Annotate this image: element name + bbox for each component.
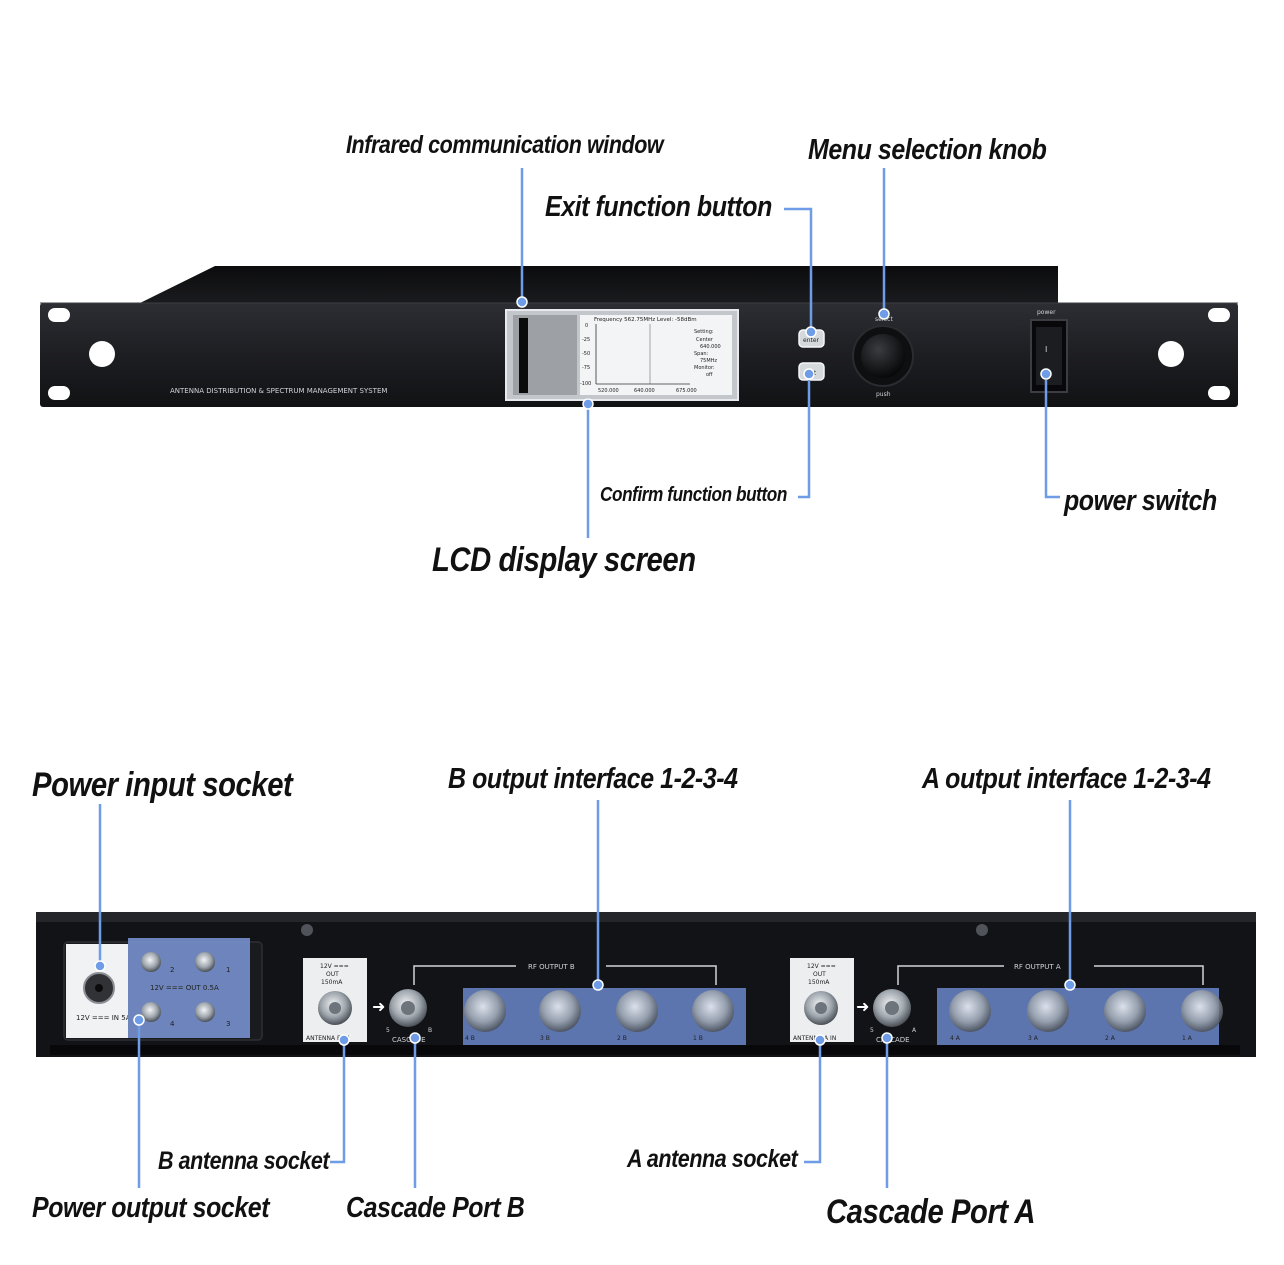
leader-b-antenna <box>330 1042 346 1164</box>
menu-selection-knob[interactable] <box>861 334 905 378</box>
b-cascade-label: CASCADE <box>392 1036 426 1044</box>
callout-power-output: Power output socket <box>32 1192 270 1224</box>
b-dc-out-line-0: 12V === <box>320 963 349 970</box>
lcd-xtick-1: 640.000 <box>634 388 655 394</box>
callout-cascade-a: Cascade Port A <box>826 1193 1036 1231</box>
leader-confirm <box>798 380 811 499</box>
b-cascade-tag-1: B <box>428 1027 432 1034</box>
lcd-side-4: 75MHz <box>700 358 717 364</box>
leader-dots <box>94 296 1076 1046</box>
a-output-port-1[interactable] <box>1181 990 1223 1032</box>
rack-slot-bl <box>48 386 70 400</box>
lcd-ytick-0: 0 <box>585 323 588 329</box>
lcd-ytick-3: -75 <box>582 365 590 371</box>
leader-power-switch <box>1044 380 1060 499</box>
lcd-side-0: Setting: <box>694 329 714 335</box>
b-port-tag-2: 2 B <box>617 1035 627 1042</box>
rear-screw-right <box>976 924 988 936</box>
a-cascade-tag-0: 5 <box>870 1027 874 1034</box>
b-antenna-label: ANTENNA B IN <box>306 1035 349 1042</box>
rf-output-b-label: RF OUTPUT B <box>528 963 575 971</box>
power-out-socket-2[interactable] <box>141 952 161 972</box>
a-output-port-4[interactable] <box>949 990 991 1032</box>
lcd-side-1: Center <box>696 337 714 343</box>
rack-slot-tl <box>48 308 70 322</box>
a-output-port-3[interactable] <box>1027 990 1069 1032</box>
power-label: power <box>1037 309 1056 316</box>
a-dc-out-line-0: 12V === <box>807 963 836 970</box>
rf-output-a-label: RF OUTPUT A <box>1014 963 1061 971</box>
power-out-socket-1[interactable] <box>195 952 215 972</box>
power-in-label: 12V === IN 5A <box>76 1014 131 1022</box>
lcd-xtick-0: 520.000 <box>598 388 619 394</box>
b-port-tag-3: 1 B <box>693 1035 703 1042</box>
svg-text:➜: ➜ <box>372 997 385 1016</box>
lcd-side-2: 640.000 <box>700 344 721 350</box>
a-cascade-label: CASCADE <box>876 1036 910 1044</box>
power-out-num-2: 4 <box>170 1020 175 1028</box>
callout-power-switch: power switch <box>1064 485 1217 517</box>
lcd-ytick-1: -25 <box>582 337 590 343</box>
callout-infrared: Infrared communication window <box>346 131 664 159</box>
brand-strip: ANTENNA DISTRIBUTION & SPECTRUM MANAGEME… <box>170 387 387 395</box>
lcd-ytick-4: -100 <box>580 381 591 387</box>
knob-push-label: push <box>876 391 891 398</box>
a-dc-out-line-2: 150mA <box>808 979 830 986</box>
svg-text:➜: ➜ <box>856 997 869 1016</box>
b-output-port-4[interactable] <box>464 990 506 1032</box>
rear-screw-left <box>301 924 313 936</box>
power-switch-on-mark: I <box>1045 345 1047 354</box>
callout-menu-knob: Menu selection knob <box>808 134 1047 166</box>
b-port-tag-0: 4 B <box>465 1035 475 1042</box>
b-cascade-tag-0: 5 <box>386 1027 390 1034</box>
a-cascade-tag-1: A <box>912 1027 917 1034</box>
a-output-port-2[interactable] <box>1104 990 1146 1032</box>
a-port-tag-3: 1 A <box>1182 1035 1193 1042</box>
power-out-num-1: 1 <box>226 966 230 974</box>
b-output-port-2[interactable] <box>616 990 658 1032</box>
rear-panel: 12V === IN 5A 2 1 4 3 12V === OUT 0.5A 1… <box>36 912 1256 1057</box>
callout-cascade-b: Cascade Port B <box>346 1192 525 1224</box>
lcd-side-5: Monitor: <box>694 365 715 371</box>
power-out-num-0: 2 <box>170 966 174 974</box>
lcd-side-3: Span: <box>694 351 709 357</box>
a-port-tag-0: 4 A <box>950 1035 961 1042</box>
lcd-xtick-2: 675.000 <box>676 388 697 394</box>
callout-power-input: Power input socket <box>32 766 293 804</box>
a-port-tag-2: 2 A <box>1105 1035 1116 1042</box>
lcd-ytick-2: -50 <box>582 351 590 357</box>
rack-slot-tr <box>1208 308 1230 322</box>
callout-b-antenna: B antenna socket <box>158 1147 330 1175</box>
rack-slot-br <box>1208 386 1230 400</box>
power-out-socket-4[interactable] <box>141 1002 161 1022</box>
rack-hole-right <box>1158 341 1184 367</box>
callout-lcd: LCD display screen <box>432 541 696 579</box>
leader-a-antenna <box>804 1042 822 1164</box>
leader-lines <box>98 168 1072 1188</box>
power-out-socket-3[interactable] <box>195 1002 215 1022</box>
rack-hole-left <box>89 341 115 367</box>
lcd-header: Frequency 562.75MHz Level: -58dBm <box>594 317 697 323</box>
b-dc-out-line-2: 150mA <box>321 979 343 986</box>
callout-b-output: B output interface 1-2-3-4 <box>448 763 738 795</box>
b-port-tag-1: 3 B <box>540 1035 550 1042</box>
callout-a-antenna: A antenna socket <box>627 1145 798 1173</box>
callout-a-output: A output interface 1-2-3-4 <box>922 763 1211 795</box>
leader-exit <box>784 207 813 332</box>
b-output-port-3[interactable] <box>539 990 581 1032</box>
lcd-screen <box>580 315 732 395</box>
b-dc-out-line-1: OUT <box>326 971 339 978</box>
callout-confirm-button: Confirm function button <box>600 484 787 506</box>
b-output-port-1[interactable] <box>692 990 734 1032</box>
a-port-tag-1: 3 A <box>1028 1035 1039 1042</box>
exit-button-label: enter <box>803 337 820 344</box>
lcd-side-6: off <box>706 372 713 378</box>
front-panel: ANTENNA DISTRIBUTION & SPECTRUM MANAGEME… <box>40 266 1238 407</box>
a-dc-out-line-1: OUT <box>813 971 826 978</box>
power-out-label: 12V === OUT 0.5A <box>150 984 219 992</box>
callout-exit-button: Exit function button <box>545 191 772 223</box>
power-out-num-3: 3 <box>226 1020 230 1028</box>
